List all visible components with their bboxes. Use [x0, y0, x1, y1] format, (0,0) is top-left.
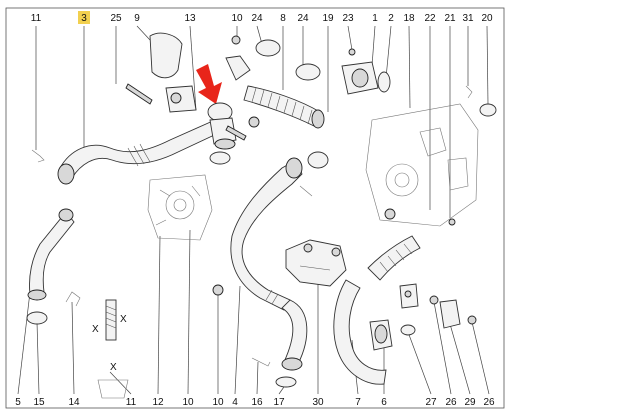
- bottom-callout-leader: [157, 235, 161, 395]
- part-29-bracket[interactable]: [439, 299, 461, 329]
- bottom-callout-label-4[interactable]: 4: [232, 397, 238, 408]
- top-callout-label-9[interactable]: 9: [134, 13, 140, 24]
- top-callout-leader: [371, 25, 376, 67]
- part-11-stud[interactable]: X X X: [92, 299, 129, 399]
- bottom-callout-label-26[interactable]: 26: [483, 397, 495, 408]
- part-17-hose[interactable]: [275, 299, 308, 388]
- bottom-callout-leader: [256, 361, 259, 395]
- part-30-resonator[interactable]: [285, 239, 347, 287]
- top-callout-leader: [136, 25, 151, 41]
- top-callout-label-1[interactable]: 1: [372, 13, 378, 24]
- dimension-mark: X: [120, 314, 127, 325]
- bottom-callout-label-10[interactable]: 10: [182, 397, 194, 408]
- top-callout-label-19[interactable]: 19: [322, 13, 334, 24]
- bottom-callout-label-10[interactable]: 10: [212, 397, 224, 408]
- bottom-callout-label-26[interactable]: 26: [445, 397, 457, 408]
- bottom-callout-label-17[interactable]: 17: [273, 397, 285, 408]
- top-callout-label-2[interactable]: 2: [388, 13, 394, 24]
- bottom-callout-label-29[interactable]: 29: [464, 397, 476, 408]
- part-23-screw[interactable]: [348, 48, 356, 56]
- top-callout-label-22[interactable]: 22: [424, 13, 436, 24]
- part-6-hose[interactable]: [367, 235, 421, 281]
- bottom-callout-label-30[interactable]: 30: [312, 397, 324, 408]
- bottom-callout-leader: [36, 321, 40, 395]
- bottom-callout-label-12[interactable]: 12: [152, 397, 164, 408]
- top-callout-label-3[interactable]: 3: [81, 13, 87, 24]
- part-gasket-ring[interactable]: [209, 151, 231, 165]
- top-callout-label-13[interactable]: 13: [184, 13, 196, 24]
- top-callout-label-21[interactable]: 21: [444, 13, 456, 24]
- part-7-hose[interactable]: [333, 279, 393, 385]
- top-callout-leader: [347, 25, 353, 51]
- part-31-clip[interactable]: [465, 85, 473, 99]
- part-24-clamp[interactable]: [255, 39, 321, 81]
- bottom-callout-label-6[interactable]: 6: [381, 397, 387, 408]
- part-11-clip[interactable]: [31, 149, 45, 163]
- part-3-intake-pipe[interactable]: [57, 119, 226, 185]
- highlight-arrow: [196, 64, 222, 104]
- callout-highlight: [78, 11, 90, 24]
- top-callout-leader: [486, 25, 489, 105]
- bottom-callout-leader: [17, 291, 31, 395]
- part-1-maf-sensor[interactable]: [341, 61, 391, 95]
- top-callout-label-18[interactable]: 18: [403, 13, 415, 24]
- top-callout-label-10[interactable]: 10: [231, 13, 243, 24]
- part-5-lower-pipe[interactable]: [26, 208, 75, 325]
- bottom-callout-label-7[interactable]: 7: [355, 397, 361, 408]
- bottom-callout-label-5[interactable]: 5: [15, 397, 21, 408]
- bottom-callout-leader: [407, 331, 432, 395]
- part-13-elbow[interactable]: [207, 102, 247, 150]
- part-26-nut[interactable]: [429, 295, 477, 325]
- top-callout-label-8[interactable]: 8: [280, 13, 286, 24]
- bottom-callout-label-16[interactable]: 16: [251, 397, 263, 408]
- bottom-callout-leader: [433, 301, 452, 395]
- bottom-callout-leader: [449, 323, 471, 395]
- top-callout-leader: [385, 25, 392, 79]
- part-10-nut[interactable]: [212, 35, 260, 296]
- top-callout-label-24[interactable]: 24: [297, 13, 309, 24]
- top-callout-leader: [408, 25, 411, 109]
- top-callout-label-23[interactable]: 23: [342, 13, 354, 24]
- bottom-callout-label-15[interactable]: 15: [33, 397, 45, 408]
- top-callout-label-11[interactable]: 11: [31, 13, 42, 24]
- part-4-long-hose[interactable]: [230, 157, 303, 311]
- top-callout-leader: [189, 25, 197, 111]
- bottom-callout-label-11[interactable]: 11: [126, 397, 137, 408]
- part-9-bracket[interactable]: [149, 32, 197, 113]
- bottom-callout-leader: [234, 285, 241, 395]
- part-20-cap[interactable]: [479, 103, 497, 117]
- dimension-mark: X: [92, 324, 99, 335]
- top-callout-label-24[interactable]: 24: [251, 13, 263, 24]
- diagram-frame: [5, 7, 505, 409]
- part-27-bracket[interactable]: [399, 283, 419, 336]
- bottom-callout-row: 5 15 14 11 12 10 10 4 16 17 30 7 6 27 26 29 26: [15, 229, 495, 408]
- part-engine-right-sketch: [365, 103, 479, 227]
- part-19-seal[interactable]: [299, 151, 329, 197]
- part-8-corrugated-hose[interactable]: [225, 55, 325, 129]
- part-14-clip[interactable]: [65, 291, 81, 307]
- bottom-callout-leader: [109, 371, 132, 395]
- top-callout-label-25[interactable]: 25: [110, 13, 122, 24]
- top-callout-label-31[interactable]: 31: [462, 13, 474, 24]
- part-25-bolt[interactable]: [125, 83, 153, 105]
- bottom-callout-leader: [471, 321, 490, 395]
- part-16-clip[interactable]: [251, 357, 271, 367]
- bottom-callout-label-27[interactable]: 27: [425, 397, 437, 408]
- bottom-callout-leader: [71, 301, 75, 395]
- dimension-mark: X: [110, 362, 117, 373]
- bottom-callout-leader: [187, 229, 191, 395]
- bottom-callout-label-14[interactable]: 14: [68, 397, 80, 408]
- part-12-engine-block: [147, 174, 213, 241]
- top-callout-label-20[interactable]: 20: [481, 13, 493, 24]
